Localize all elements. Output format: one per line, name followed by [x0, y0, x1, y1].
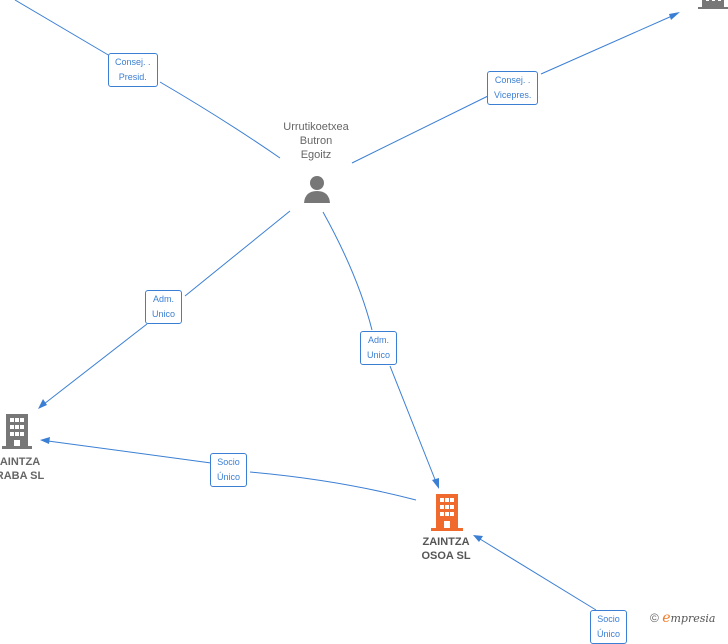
- copyright-symbol: ©: [650, 611, 659, 625]
- arrowhead-vicepres: [669, 12, 680, 20]
- company-left-line-2: RABA SL: [0, 470, 45, 482]
- relationship-graph: [14, 0, 680, 611]
- edge-label-line: Consej. .: [494, 75, 531, 85]
- edge-label-line: Unico: [152, 309, 176, 319]
- edge-consej-vicepres: [351, 15, 673, 164]
- arrowhead-socio-bottom: [473, 535, 483, 542]
- building-icon[interactable]: [2, 414, 32, 450]
- arrowhead-socio: [40, 437, 50, 444]
- copyright-brand: © empresia: [650, 610, 715, 626]
- edge-adm-unico-left: [43, 210, 291, 405]
- edge-label-consej-presid[interactable]: Consej. . Presid.: [108, 53, 158, 87]
- edge-label-line: Único: [597, 629, 621, 639]
- edge-label-line: Unico: [367, 350, 391, 360]
- edge-label-line: Consej. .: [115, 57, 151, 67]
- person-name-line-2: Butron: [299, 135, 333, 147]
- edge-label-line: Vicepres.: [494, 90, 532, 100]
- arrowhead-adm-main: [432, 478, 439, 489]
- person-name-line-1: Urrutikoetxea: [283, 121, 349, 133]
- company-main-line-2: OSOA SL: [421, 550, 471, 562]
- brand-name: mpresia: [670, 612, 716, 625]
- person-icon[interactable]: [302, 174, 332, 204]
- building-icon[interactable]: [431, 494, 463, 532]
- edge-label-socio-unico[interactable]: Socio Único: [210, 453, 248, 487]
- company-left-line-1: AINTZA: [0, 456, 41, 468]
- person-name-line-3: Egoitz: [300, 149, 332, 161]
- edge-label-adm-unico-main[interactable]: Adm. Unico: [360, 331, 398, 365]
- edge-label-line: Adm.: [368, 335, 390, 345]
- edge-label-socio-bottom[interactable]: Socio Único: [590, 610, 628, 644]
- company-main-line-1: ZAINTZA: [422, 536, 470, 548]
- edge-label-line: Socio: [597, 614, 620, 624]
- edge-label-line: Socio: [217, 457, 240, 467]
- company-left-name[interactable]: AINTZA RABA SL: [0, 455, 50, 483]
- building-icon[interactable]: [698, 0, 728, 10]
- company-main-name[interactable]: ZAINTZA OSOA SL: [406, 535, 486, 563]
- arrowhead-adm-left: [38, 399, 47, 409]
- edge-label-line: Adm.: [153, 294, 175, 304]
- edge-label-consej-vicepres[interactable]: Consej. . Vicepres.: [487, 71, 539, 105]
- edge-socio-unico: [47, 440, 417, 501]
- edge-consej-presid: [14, 0, 281, 159]
- person-name[interactable]: Urrutikoetxea Butron Egoitz: [266, 120, 366, 162]
- edge-label-line: Único: [217, 472, 241, 482]
- brand-initial: e: [662, 610, 671, 626]
- edge-adm-unico-main: [322, 211, 437, 483]
- edge-label-line: Presid.: [118, 72, 147, 82]
- edge-socio-bottom: [479, 538, 597, 611]
- edge-label-adm-unico-left[interactable]: Adm. Unico: [145, 290, 183, 324]
